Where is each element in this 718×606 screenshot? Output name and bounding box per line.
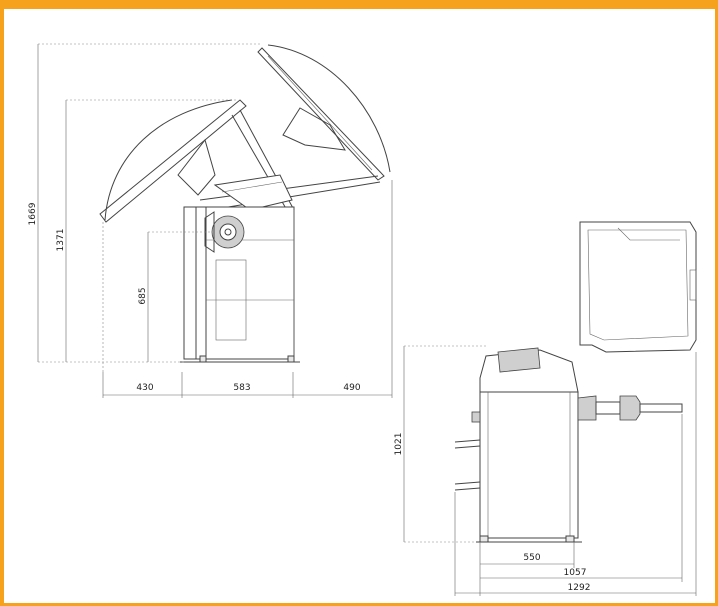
wheel-guard-upper xyxy=(267,44,391,173)
side-body xyxy=(479,391,579,539)
dim-430: 430 xyxy=(136,383,153,393)
dim-1371: 1371 xyxy=(56,229,66,252)
dim-490: 490 xyxy=(343,383,360,393)
dim-1057: 1057 xyxy=(564,568,587,578)
side-view xyxy=(403,221,697,596)
top-accent-bar xyxy=(0,0,718,9)
machine-body xyxy=(195,206,295,360)
dim-685: 685 xyxy=(138,287,148,304)
side-guard xyxy=(579,221,697,353)
dim-1292: 1292 xyxy=(568,583,591,593)
wheel-guard-lower xyxy=(104,99,233,221)
dim-550: 550 xyxy=(523,553,540,563)
front-view xyxy=(37,43,393,398)
dim-1021: 1021 xyxy=(394,433,404,456)
dim-1669: 1669 xyxy=(28,202,38,225)
dim-583: 583 xyxy=(233,383,250,393)
